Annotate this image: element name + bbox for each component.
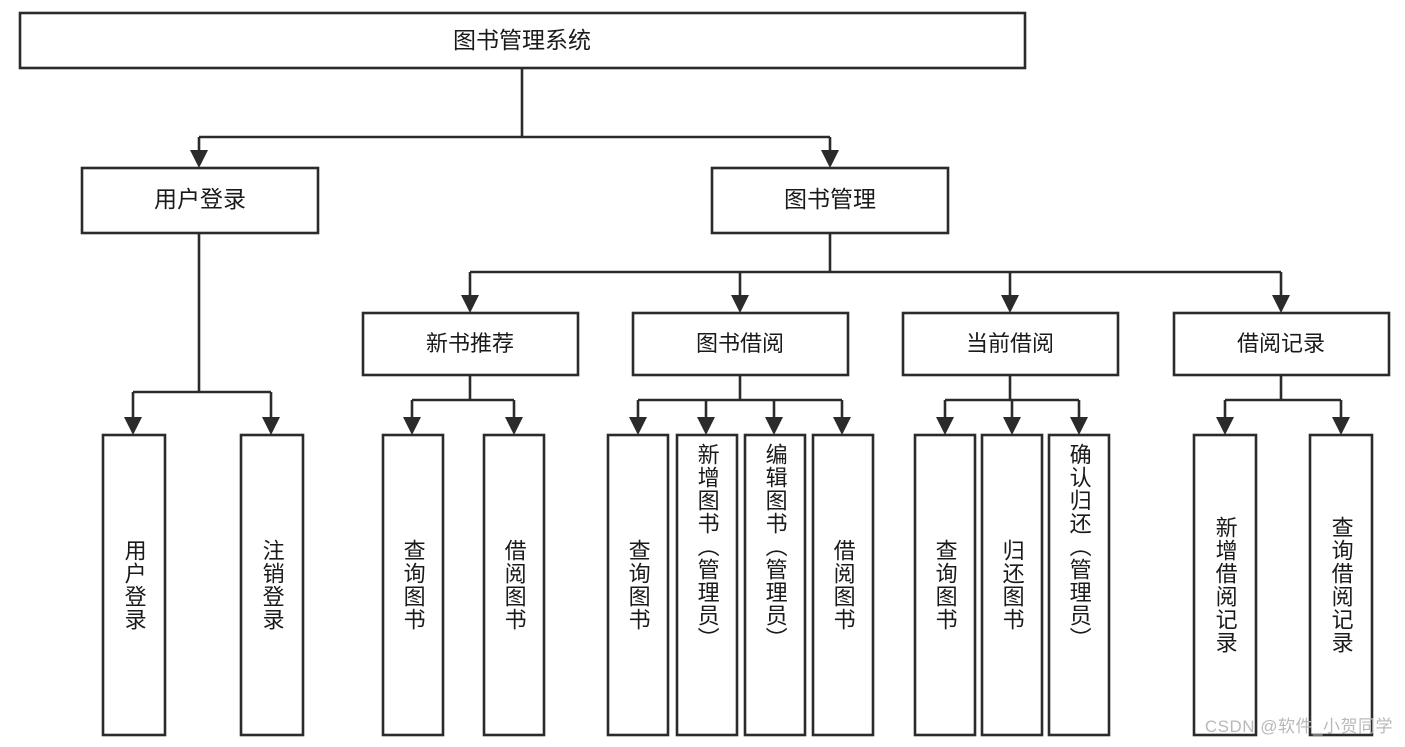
- arrowhead-borrow-leaf-3: [765, 417, 783, 435]
- node-new-book-recommend-box[interactable]: [361, 311, 580, 377]
- arrowhead-new-book-recommend: [461, 295, 479, 313]
- node-borrow-record-box[interactable]: [1172, 311, 1391, 377]
- arrowhead-current-leaf-1: [936, 417, 954, 435]
- leaf-box-query-book-current[interactable]: [913, 433, 977, 737]
- arrowhead-borrow-leaf-4: [833, 417, 851, 435]
- arrowhead-current-leaf-2: [1003, 417, 1021, 435]
- arrowhead-record-leaf-1: [1216, 417, 1234, 435]
- node-new-book-recommend[interactable]: 新书推荐: [361, 311, 580, 377]
- node-book-borrow[interactable]: 图书借阅: [631, 311, 850, 377]
- node-root-box[interactable]: [18, 11, 1027, 70]
- node-user-login-box[interactable]: [80, 166, 320, 235]
- node-new-book-recommend-label: 新书推荐: [426, 331, 514, 356]
- arrowhead-borrow-leaf-2: [697, 417, 715, 435]
- leaf-box-borrow-book-recommend[interactable]: [482, 433, 546, 737]
- arrowhead-book-borrow: [731, 295, 749, 313]
- connector-group: [124, 68, 1350, 435]
- watermark-text: CSDN @软件_小贺同学: [1204, 717, 1393, 736]
- node-user-login-label: 用户登录: [154, 186, 246, 212]
- node-current-borrow[interactable]: 当前借阅: [901, 311, 1120, 377]
- arrowhead-leaf-logout: [262, 417, 280, 435]
- arrowhead-book-mgmt: [821, 150, 839, 168]
- arrowhead-leaf-user-login: [124, 417, 142, 435]
- arrowhead-record-leaf-2: [1332, 417, 1350, 435]
- leaf-box-return-book[interactable]: [980, 433, 1044, 737]
- node-current-borrow-box[interactable]: [901, 311, 1120, 377]
- arrowhead-current-leaf-3: [1070, 417, 1088, 435]
- node-book-management[interactable]: 图书管理: [710, 166, 950, 235]
- leaf-box-confirm-return-admin[interactable]: [1047, 433, 1111, 737]
- leaf-box-add-borrow-record[interactable]: [1192, 433, 1258, 737]
- arrowhead-user-login: [190, 150, 208, 168]
- leaf-box-query-borrow-record[interactable]: [1308, 433, 1374, 737]
- node-root-label: 图书管理系统: [453, 27, 591, 53]
- leaf-box-user-login[interactable]: [101, 433, 167, 737]
- node-book-borrow-label: 图书借阅: [696, 331, 784, 356]
- arrowhead-recommend-leaf-2: [505, 417, 523, 435]
- node-book-borrow-box[interactable]: [631, 311, 850, 377]
- arrowhead-current-borrow: [1001, 295, 1019, 313]
- leaf-box-edit-book-admin[interactable]: [743, 433, 807, 737]
- leaf-box-add-book-admin[interactable]: [675, 433, 739, 737]
- node-root[interactable]: 图书管理系统: [18, 11, 1027, 70]
- node-borrow-record-label: 借阅记录: [1237, 331, 1325, 356]
- node-book-management-box[interactable]: [710, 166, 950, 235]
- node-user-login[interactable]: 用户登录: [80, 166, 320, 235]
- leaf-box-query-book-borrow[interactable]: [606, 433, 670, 737]
- leaf-box-borrow-book[interactable]: [811, 433, 875, 737]
- arrowhead-recommend-leaf-1: [403, 417, 421, 435]
- arrowhead-borrow-leaf-1: [629, 417, 647, 435]
- node-current-borrow-label: 当前借阅: [966, 331, 1054, 356]
- node-borrow-record[interactable]: 借阅记录: [1172, 311, 1391, 377]
- arrowhead-borrow-record: [1272, 295, 1290, 313]
- node-book-management-label: 图书管理: [784, 186, 876, 212]
- leaf-box-logout[interactable]: [239, 433, 305, 737]
- leaf-box-query-book-recommend[interactable]: [381, 433, 445, 737]
